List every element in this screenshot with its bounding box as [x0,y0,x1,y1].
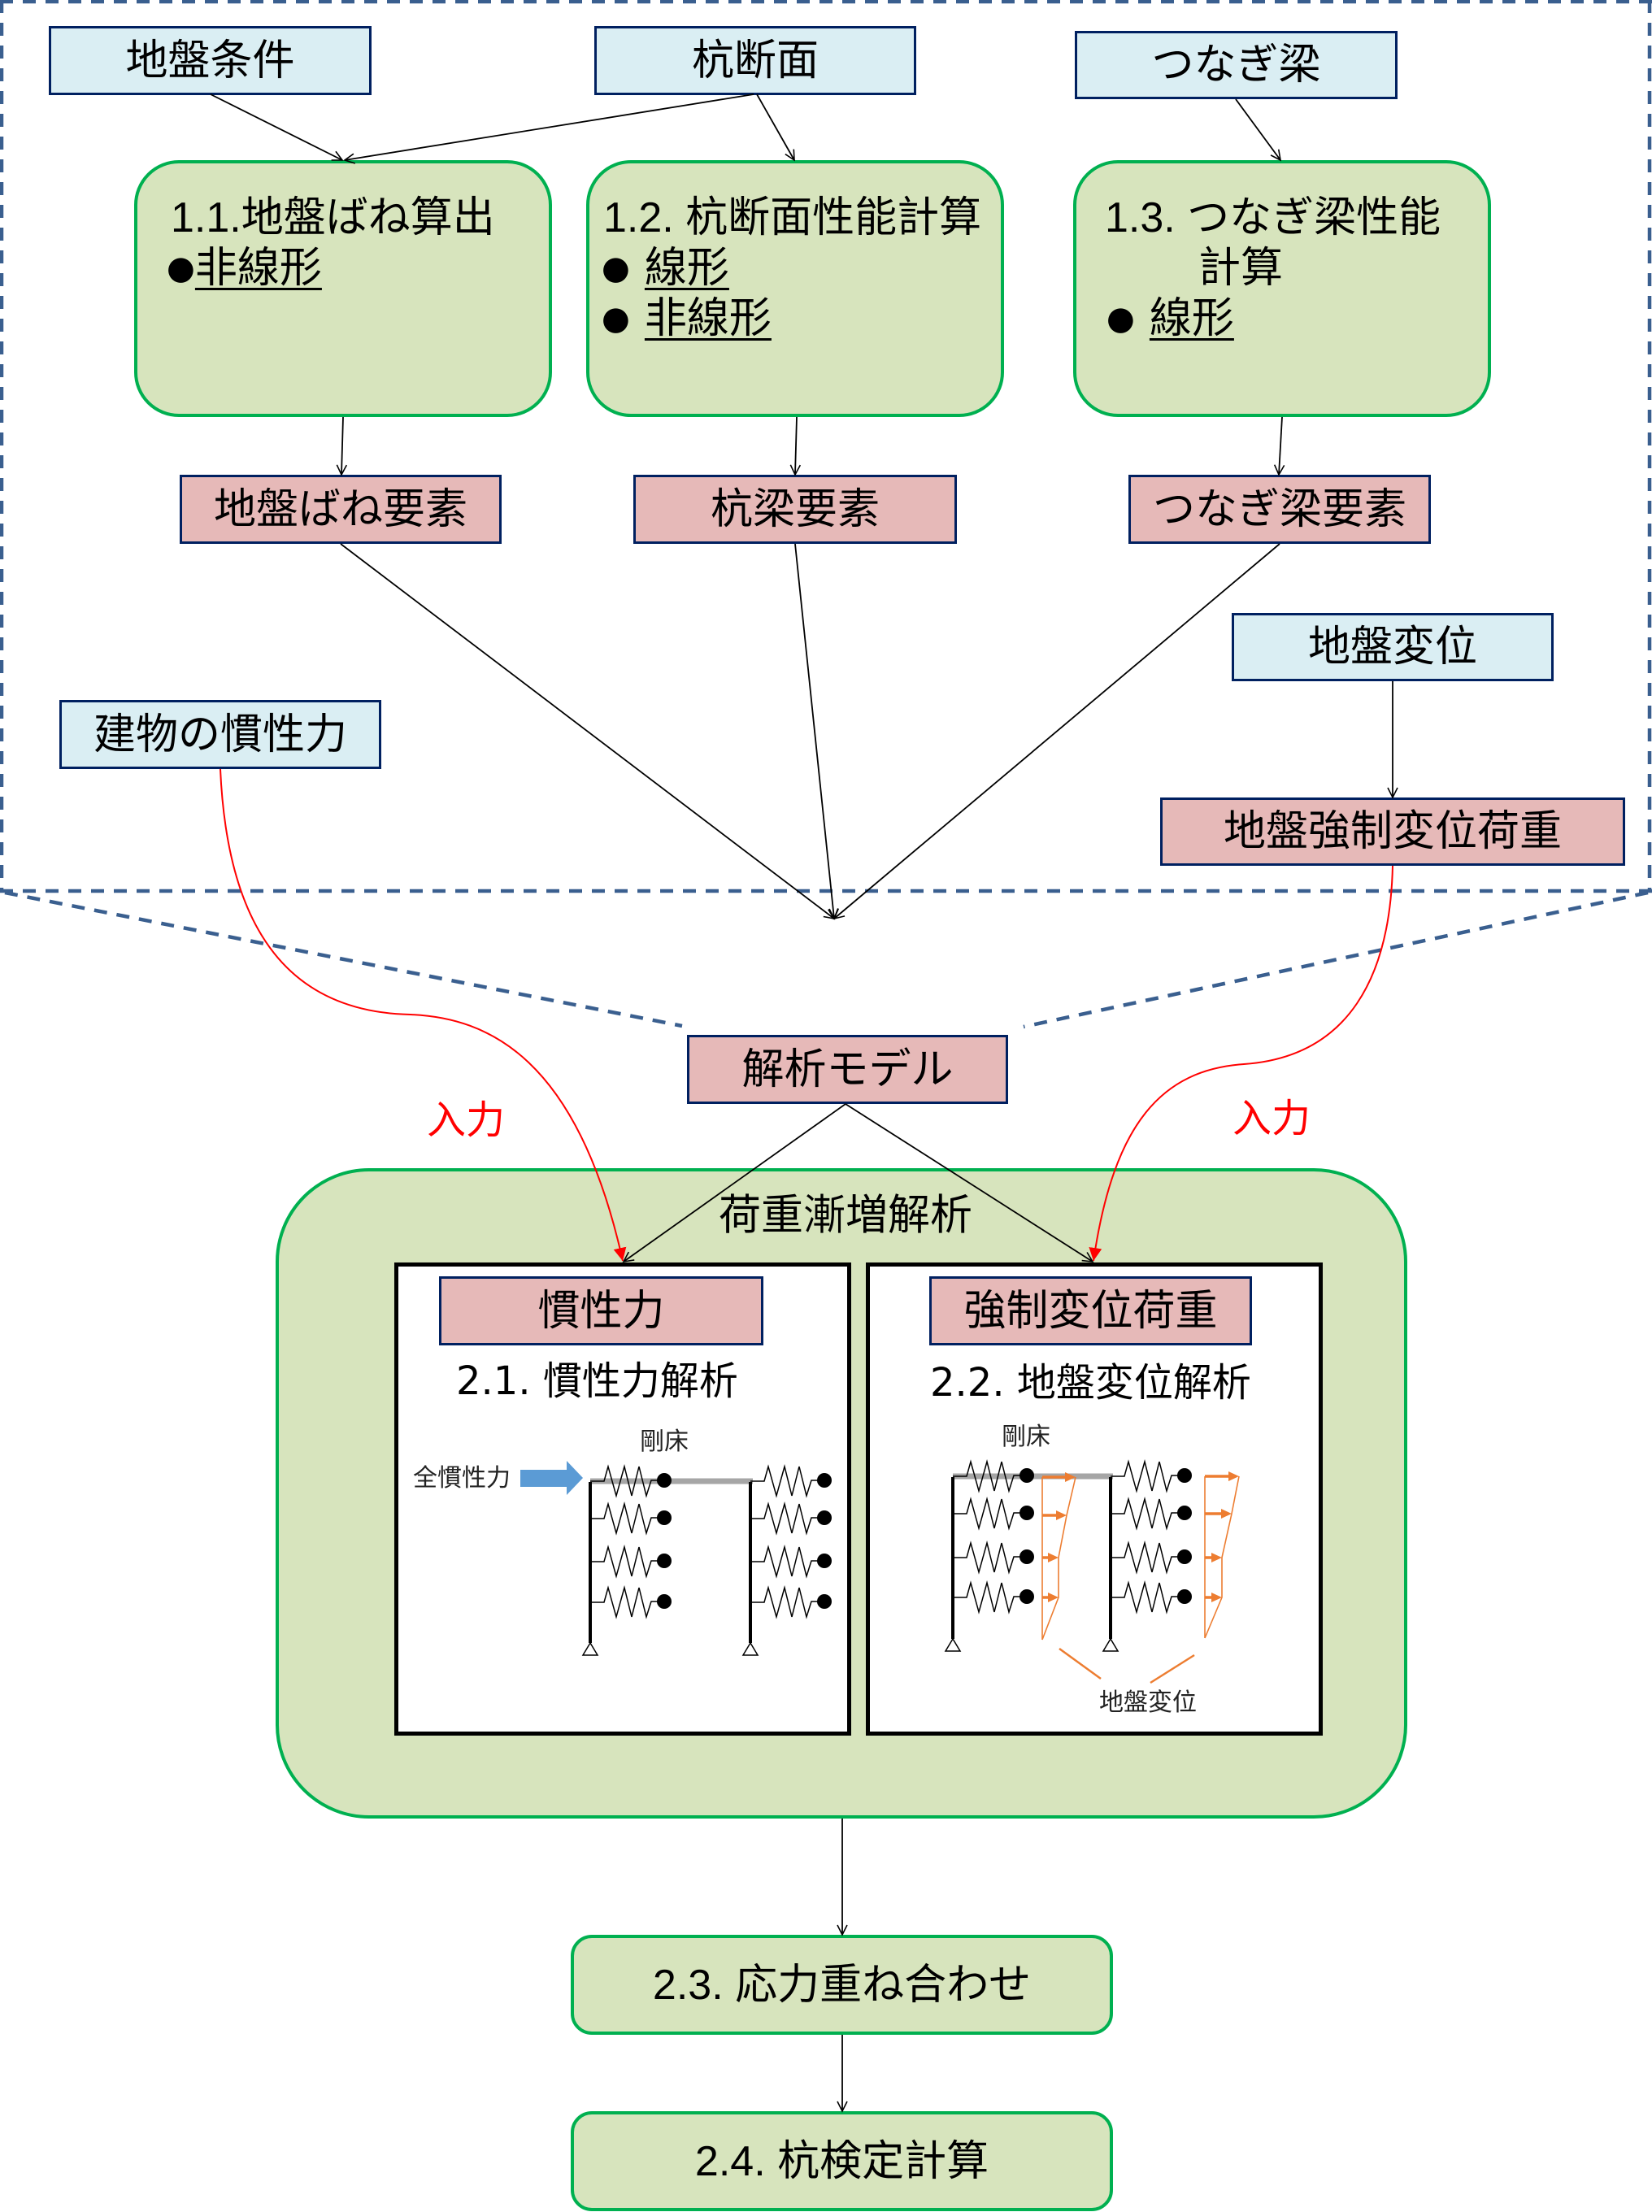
element-forced-displacement-load: 地盤強制変位荷重 [1160,797,1625,866]
calc-title: 1.1.地盤ばね算出 [171,194,495,241]
arrow-ground-conditions-to-spring-calc [210,93,344,161]
input-tie-beam: つなぎ梁 [1075,31,1398,99]
inertia-load-label: 慣性力 [537,1287,665,1335]
input-label-left: 入力 [426,1099,506,1142]
calc-bullet-item: ● 線形 [602,243,729,293]
element-pile-beam-label: 杭梁要素 [710,485,880,533]
arrow-pile-beam-to-model [794,543,839,920]
bullet-icon: ● [1106,300,1135,337]
input-ground-displacement: 地盤変位 [1232,613,1554,681]
input-ground-conditions: 地盤条件 [49,26,372,95]
input-pile-section: 杭断面 [594,26,916,95]
forced-displacement-load-box: 強制変位荷重 [929,1276,1252,1345]
pile-check-label: 2.4. 杭検定計算 [694,2137,989,2185]
element-tie-beam-label: つなぎ梁要素 [1152,485,1406,533]
forced-displacement-load-label: 強制変位荷重 [963,1287,1218,1335]
element-forced-displacement-label: 地盤強制変位荷重 [1223,808,1562,855]
ground-displacement-analysis-title: 2.2. 地盤変位解析 [930,1360,1251,1406]
analysis-model-label: 解析モデル [741,1045,954,1093]
inertia-load-box: 慣性力 [439,1276,763,1345]
input-building-inertia-label: 建物の慣性力 [93,711,347,758]
arrow-ground-spring-to-model [340,543,836,920]
stress-superposition-label: 2.3. 応力重ね合わせ [652,1961,1032,2009]
dashed-converge-left [4,890,683,1028]
calc-pile-section: 1.2. 杭断面性能計算 ● 線形 ● 非線形 [586,160,1004,417]
calc-title: 1.3. つなぎ梁性能 [1105,194,1441,241]
bullet-icon: ● [602,300,630,337]
arrow-pile-section-to-section-calc [756,93,795,162]
input-ground-conditions-label: 地盤条件 [125,37,295,85]
ground-displacement-label: 地盤変位 [1099,1688,1197,1717]
input-ground-displacement-label: 地盤変位 [1307,624,1477,671]
element-ground-spring-label: 地盤ばね要素 [213,485,467,533]
analysis-model-box: 解析モデル [687,1035,1008,1104]
calc-title-continued: 計算 [1198,245,1284,292]
calc-ground-spring: 1.1.地盤ばね算出 ●非線形 [134,160,552,417]
total-inertia-force-label: 全慣性力 [413,1464,511,1493]
arrow-spring-calc-to-element [336,416,348,476]
element-tie-beam: つなぎ梁要素 [1128,475,1431,544]
arrow-tie-beam-to-tie-calc [1235,98,1282,162]
input-label-right: 入力 [1232,1097,1311,1141]
input-tie-beam-label: つなぎ梁 [1151,41,1321,89]
element-ground-spring: 地盤ばね要素 [180,475,502,544]
bullet-icon: ● [167,250,195,287]
calc-item-label: 線形 [1149,295,1234,342]
pile-check-box: 2.4. 杭検定計算 [571,2111,1113,2211]
calc-bullet-item: ● 非線形 [602,293,772,344]
bullet-icon: ● [602,250,630,287]
input-pile-section-label: 杭断面 [691,37,819,85]
calc-item-label: 線形 [644,245,729,292]
rigid-floor-label: 剛床 [1002,1423,1050,1451]
calc-bullet-item: ●非線形 [167,243,322,293]
dashed-converge-right [1023,890,1649,1029]
input-building-inertia: 建物の慣性力 [59,700,381,769]
calc-bullet-item: ● 線形 [1106,293,1234,344]
calc-tie-beam: 1.3. つなぎ梁性能 計算 ● 線形 [1073,160,1491,417]
pushover-analysis-title: 荷重漸増解析 [718,1192,973,1240]
calc-title: 1.2. 杭断面性能計算 [603,194,982,241]
inertia-analysis-title: 2.1. 慣性力解析 [456,1358,738,1404]
stress-superposition-box: 2.3. 応力重ね合わせ [571,1935,1113,2035]
calc-item-label: 非線形 [644,295,772,342]
arrow-section-calc-to-element [789,416,802,476]
arrow-tie-calc-to-element [1273,416,1285,476]
rigid-floor-label: 剛床 [640,1428,689,1456]
element-pile-beam: 杭梁要素 [633,475,957,544]
arrow-pile-section-to-spring-calc [343,93,754,164]
calc-item-label: 非線形 [194,245,322,292]
